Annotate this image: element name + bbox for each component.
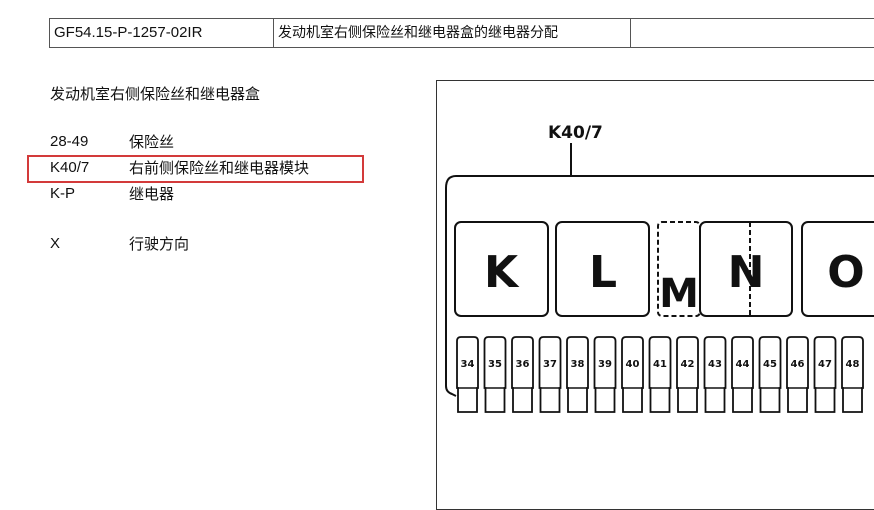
relay-label-N: N — [728, 247, 765, 298]
relay-O — [801, 221, 874, 317]
section-title: 发动机室右侧保险丝和继电器盒 — [50, 85, 261, 103]
fuse-row: 34 35 36 37 38 39 40 41 42 43 44 45 46 47 48 — [456, 336, 864, 413]
fuse-37: 37 — [538, 336, 562, 413]
fuse-body — [538, 336, 562, 413]
document-id: GF54.15-P-1257-02IR — [50, 19, 274, 47]
fuse-35: 35 — [483, 336, 507, 413]
fuse-label: 41 — [653, 359, 667, 370]
legend-desc: 继电器 — [129, 185, 175, 203]
fuse-label: 34 — [461, 359, 475, 370]
fuse-41: 41 — [648, 336, 672, 413]
fuse-body — [483, 336, 507, 413]
fuse-label: 37 — [543, 359, 557, 370]
fuse-label: 39 — [598, 359, 612, 370]
relay-label-K: K — [484, 247, 520, 298]
relay-label-L: L — [589, 247, 617, 298]
fuse-label: 48 — [846, 359, 860, 370]
legend-desc: 保险丝 — [129, 133, 175, 151]
fuse-48: 48 — [841, 336, 864, 413]
fuse-label: 45 — [763, 359, 777, 370]
fuse-body — [593, 336, 617, 413]
fuse-label: 42 — [681, 359, 695, 370]
fuse-label: 40 — [626, 359, 640, 370]
fuse-46: 46 — [786, 336, 809, 413]
highlight-box — [27, 155, 364, 183]
fuse-44: 44 — [731, 336, 754, 413]
fuse-body — [648, 336, 672, 413]
fuse-label: 47 — [818, 359, 832, 370]
fuse-body — [621, 336, 644, 413]
legend-desc: 右前侧保险丝和继电器模块 — [129, 159, 310, 177]
fuse-39: 39 — [593, 336, 617, 413]
fuse-body — [676, 336, 699, 413]
fuse-42: 42 — [676, 336, 699, 413]
legend-code: X — [50, 235, 61, 252]
fuse-body — [758, 336, 782, 413]
legend-desc: 行驶方向 — [129, 235, 190, 253]
fuse-body — [703, 336, 727, 413]
fuse-label: 35 — [488, 359, 502, 370]
fuse-label: 38 — [571, 359, 585, 370]
fuse-body — [456, 336, 479, 413]
fuse-body — [841, 336, 864, 413]
fuse-47: 47 — [813, 336, 837, 413]
relay-L — [555, 221, 650, 317]
header-table: GF54.15-P-1257-02IR 发动机室右侧保险丝和继电器盒的继电器分配 — [49, 18, 874, 48]
fuse-34: 34 — [456, 336, 479, 413]
fuse-43: 43 — [703, 336, 727, 413]
fuse-45: 45 — [758, 336, 782, 413]
fuse-body — [813, 336, 837, 413]
fuse-label: 36 — [516, 359, 530, 370]
legend-code: 28-49 — [50, 133, 89, 150]
fuse-body — [511, 336, 534, 413]
relay-label-M: M — [659, 271, 699, 317]
module-label: K40/7 — [548, 123, 603, 143]
relay-N — [699, 221, 793, 317]
legend-code: K-P — [50, 185, 76, 202]
fuse-label: 46 — [791, 359, 805, 370]
fuse-label: 44 — [736, 359, 750, 370]
fuse-body — [786, 336, 809, 413]
module-outline — [445, 175, 457, 397]
fuse-box-diagram-drawing: 34 35 36 37 38 39 40 41 42 43 44 45 46 47 48 K40/7 K L… — [445, 123, 874, 413]
relay-label-O: O — [827, 247, 864, 298]
fuse-36: 36 — [511, 336, 534, 413]
fuse-38: 38 — [566, 336, 589, 413]
fuse-body — [731, 336, 754, 413]
relay-K — [454, 221, 549, 317]
document-title: 发动机室右侧保险丝和继电器盒的继电器分配 — [274, 19, 631, 47]
fuse-label: 43 — [708, 359, 722, 370]
legend-code: K40/7 — [50, 159, 90, 176]
fuse-40: 40 — [621, 336, 644, 413]
fuse-body — [566, 336, 589, 413]
